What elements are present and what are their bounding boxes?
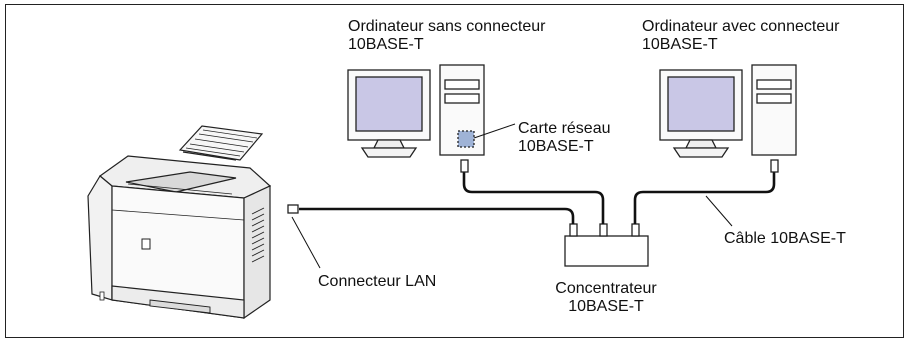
label-line: Concentrateur [555, 280, 657, 297]
label-line: 10BASE-T [518, 138, 594, 155]
label-line: Ordinateur sans connecteur [348, 18, 546, 35]
label-line: Ordinateur avec connecteur [642, 18, 840, 35]
pc-tower [751, 64, 797, 156]
network-card [457, 130, 475, 148]
label-network-card: Carte réseau 10BASE-T [518, 120, 611, 156]
computer-without-connector [347, 64, 485, 158]
leader-lan-connector [291, 216, 321, 269]
label-line: 10BASE-T [642, 36, 718, 53]
label-computer-with-connector: Ordinateur avec connecteur 10BASE-T [642, 18, 839, 54]
hub-port [631, 223, 640, 237]
leader-cable [705, 195, 733, 227]
label-cable: Câble 10BASE-T [724, 230, 846, 247]
cable-left-pc-hub [462, 172, 605, 224]
hub-port [599, 223, 608, 237]
plug [460, 159, 469, 173]
cables [299, 172, 776, 224]
label-line: Carte réseau [518, 120, 611, 137]
lan-plug [287, 204, 299, 214]
label-hub: Concentrateur 10BASE-T [536, 280, 676, 316]
printer-illustration [87, 125, 272, 320]
leader-network-card [473, 123, 516, 139]
monitor-screen [667, 76, 735, 132]
monitor-screen [355, 76, 423, 132]
leader-lines [291, 123, 733, 269]
cable-right-pc-hub [633, 172, 776, 224]
computer-with-connector [659, 64, 797, 158]
hub-concentrator [564, 223, 649, 267]
label-line: 10BASE-T [568, 298, 644, 315]
label-lan-connector: Connecteur LAN [318, 273, 437, 290]
label-line: 10BASE-T [348, 36, 424, 53]
plug [770, 159, 779, 173]
cable-printer-hub [299, 207, 575, 224]
label-computer-without-connector: Ordinateur sans connecteur 10BASE-T [348, 18, 545, 54]
hub-port [569, 223, 578, 237]
